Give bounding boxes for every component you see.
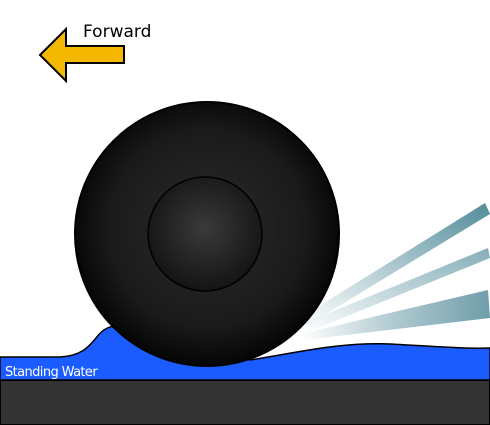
tire-hub	[147, 176, 263, 292]
standing-water	[0, 324, 490, 381]
tire	[74, 101, 340, 367]
water-label: Standing Water	[5, 365, 98, 380]
spray-streak-middle	[302, 248, 490, 332]
water-spray	[300, 203, 490, 340]
road-surface	[0, 379, 490, 425]
spray-streak-low	[300, 290, 490, 340]
direction-label: Forward	[83, 22, 151, 42]
spray-streak-high	[300, 203, 490, 326]
arrow-left-icon	[38, 26, 125, 84]
